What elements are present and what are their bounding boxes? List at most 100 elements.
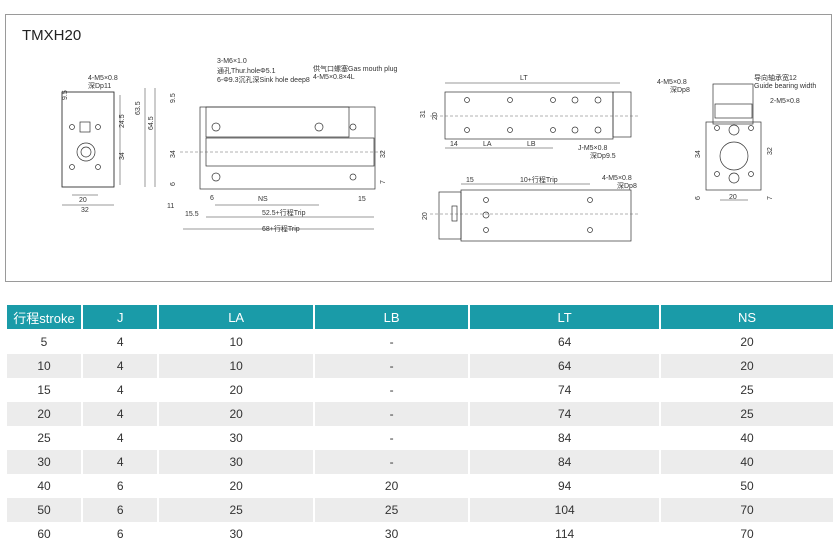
dimension-label: 深Dp8 [670,85,690,94]
dimension-label: 32 [767,147,774,155]
dimension-label: 4-M5×0.8 [657,79,687,86]
table-cell: 4 [116,335,124,349]
table-row: 5 4 10 - 64 20 [7,330,833,354]
table-cell: 104 [470,498,660,522]
dimension-label: 31 [420,110,427,118]
dimension-label: 20 [422,212,429,220]
table-cell: 64 [557,335,572,349]
dimension-label: Guide bearing width [754,83,816,90]
table-cell: 70 [740,527,754,541]
col-la: LA [159,305,313,330]
table-cell: 40 [661,450,833,474]
dimension-label: LT [520,75,528,82]
dimension-label: 9.5 [170,93,177,103]
model-title: TMXH20 [22,27,82,44]
table-cell: 25 [740,383,754,397]
dimension-label: LA [483,141,492,148]
table-cell: 84 [557,431,572,445]
table-cell: 6 [116,527,124,541]
table-cell: 114 [555,527,575,541]
dimension-label: 24.5 [119,114,126,128]
dimension-label: 4-M5×0.8 [88,75,118,82]
table-cell: 40 [740,431,754,445]
dimension-label: 4-M5×0.8×4L [313,74,355,81]
dimension-label: 7 [380,180,387,184]
table-header-row: 行程stroke J LA LB LT NS [7,305,833,330]
table-cell: - [389,383,394,397]
table-cell: 6 [83,498,158,522]
table-cell: 30 [229,527,243,541]
dimension-label: 通孔Thur.holeΦ5.1 [217,66,276,75]
dimension-label: 9.5 [62,90,69,100]
dimension-label: 34 [695,150,702,158]
table-cell: 70 [661,498,833,522]
dimension-label: 供气口螺塞Gas mouth plug [313,64,398,73]
top-view: LT 31 20 14 LA LB J-M5×0.8 深Dp9.5 [420,75,640,160]
dimension-label: 6 [170,182,177,186]
table-cell: 4 [83,354,158,378]
col-lb: LB [314,305,469,330]
table-cell: 60 [37,527,51,541]
dimension-label: 32 [81,207,89,214]
table-cell: 20 [661,354,833,378]
dimension-label: 68+行程Trip [262,224,300,233]
dimension-label: 11 [167,203,174,210]
col-lt: LT [470,305,660,330]
dimension-label: 15 [466,177,474,184]
table-cell: 84 [470,450,660,474]
table-cell: - [314,354,469,378]
dimension-label: 32 [380,150,387,158]
table-cell: 50 [7,498,81,522]
technical-drawing: 4-M5×0.8 深Dp11 24.5 34 63.5 64.5 9.5 20 … [61,58,816,242]
dimension-label: 14 [450,141,458,148]
dimension-label: 15 [358,196,366,203]
table-cell: 10 [229,335,243,349]
table-cell: 5 [40,335,48,349]
table-cell: 20 [740,335,754,349]
table-cell: - [389,335,394,349]
table-cell: 4 [116,383,124,397]
table-cell: - [389,431,394,445]
dimension-label: 64.5 [148,116,155,130]
front-view: 4-M5×0.8 深Dp11 24.5 34 63.5 64.5 9.5 20 … [61,75,156,214]
table-cell: 25 [159,498,313,522]
dimension-label: 导向轴承宽12 [754,73,797,82]
dimension-label: 20 [729,194,737,201]
dimension-label: LB [527,141,536,148]
table-cell: 25 [37,431,51,445]
table-cell: 30 [7,450,81,474]
dimension-label: 6-Φ9.3沉孔深Sink hole deep8 [217,75,310,84]
table-cell: - [314,450,469,474]
table-cell: 6 [116,479,124,493]
dimension-label: 34 [119,152,126,160]
table-cell: 20 [229,479,243,493]
dimension-label: 10+行程Trip [520,175,558,184]
dimension-label: J-M5×0.8 [578,145,607,152]
side-view: 3-M6×1.0 通孔Thur.holeΦ5.1 6-Φ9.3沉孔深Sink h… [167,58,398,233]
drawing-frame [5,14,832,282]
dimension-label: 20 [79,197,87,204]
col-ns: NS [661,305,833,330]
dimension-label: 15.5 [185,211,199,218]
table-cell: 15 [37,383,51,397]
table-cell: 30 [229,431,243,445]
dimension-label: 深Dp8 [617,181,637,190]
table-cell: 20 [159,402,313,426]
dimension-label: 6 [695,196,702,200]
dimension-label: 2-M5×0.8 [770,98,800,105]
table-cell: 40 [37,479,51,493]
end-view: 4-M5×0.8 深Dp8 导向轴承宽12 Guide bearing widt… [657,73,816,201]
table-cell: 94 [557,479,572,493]
table-cell: 4 [83,402,158,426]
dimension-label: 63.5 [135,101,142,115]
dimension-label: 7 [767,196,774,200]
table-cell: 25 [661,402,833,426]
